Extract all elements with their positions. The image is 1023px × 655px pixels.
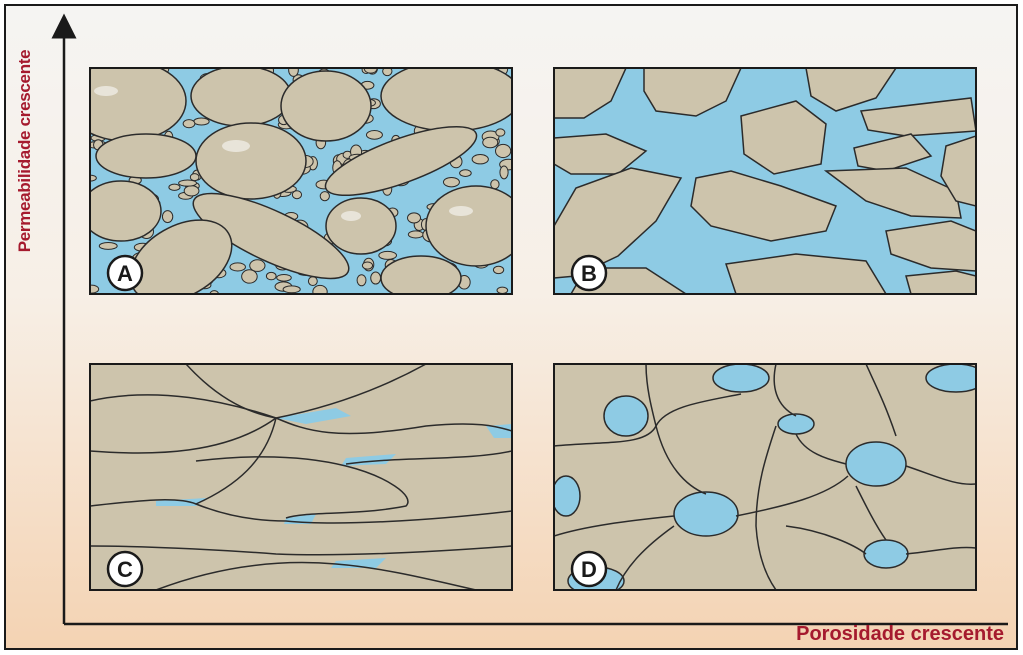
pebble: [230, 263, 245, 271]
diagram-canvas: A B C D: [6, 6, 1016, 648]
y-axis-label: Permeabilidade crescente: [15, 50, 35, 253]
pebble: [308, 277, 317, 286]
pebble: [194, 118, 209, 125]
panel-c-label: C: [117, 557, 133, 582]
pebble: [250, 260, 265, 272]
pebble: [366, 130, 382, 139]
diagram-frame: A B C D Permeabilidade crescente Porosid…: [4, 4, 1018, 650]
y-axis-label-box: Permeabilidade crescente: [8, 26, 42, 276]
pebble: [357, 275, 366, 286]
pebble: [371, 272, 381, 284]
pebble: [379, 251, 397, 259]
pebble: [99, 242, 117, 249]
panel-c-badge: C: [108, 552, 142, 586]
pebble: [169, 184, 180, 190]
panel-d-label: D: [581, 557, 597, 582]
panel-b-label: B: [581, 261, 597, 286]
pebble: [313, 285, 327, 298]
pebble: [496, 144, 511, 157]
panel-c: [90, 364, 512, 590]
panel-a-label: A: [117, 261, 133, 286]
pebble: [408, 213, 421, 223]
pebble: [184, 186, 199, 196]
pebble: [283, 286, 300, 293]
pebble: [472, 155, 488, 164]
panel-d-badge: D: [572, 552, 606, 586]
panel-a-badge: A: [108, 256, 142, 290]
pebble: [289, 64, 299, 77]
pebble: [266, 272, 276, 279]
pebble: [190, 174, 199, 181]
pebble: [183, 120, 195, 128]
pebble: [277, 274, 292, 281]
pebble: [460, 170, 472, 177]
pebble: [362, 262, 372, 269]
pebble: [408, 231, 423, 238]
panel-b: [554, 68, 976, 294]
pebble: [242, 270, 258, 283]
panel-b-badge: B: [572, 256, 606, 290]
pebble: [443, 177, 459, 186]
pebble: [497, 287, 508, 293]
pebble: [500, 166, 508, 179]
pebble: [179, 180, 197, 186]
pebble: [84, 285, 98, 293]
pebble: [496, 129, 505, 136]
panel-d: [552, 364, 986, 595]
pebble: [483, 137, 498, 147]
pebble: [162, 211, 172, 223]
x-axis-label: Porosidade crescente: [796, 623, 1004, 646]
pebble: [320, 192, 329, 201]
pebble: [493, 266, 503, 273]
